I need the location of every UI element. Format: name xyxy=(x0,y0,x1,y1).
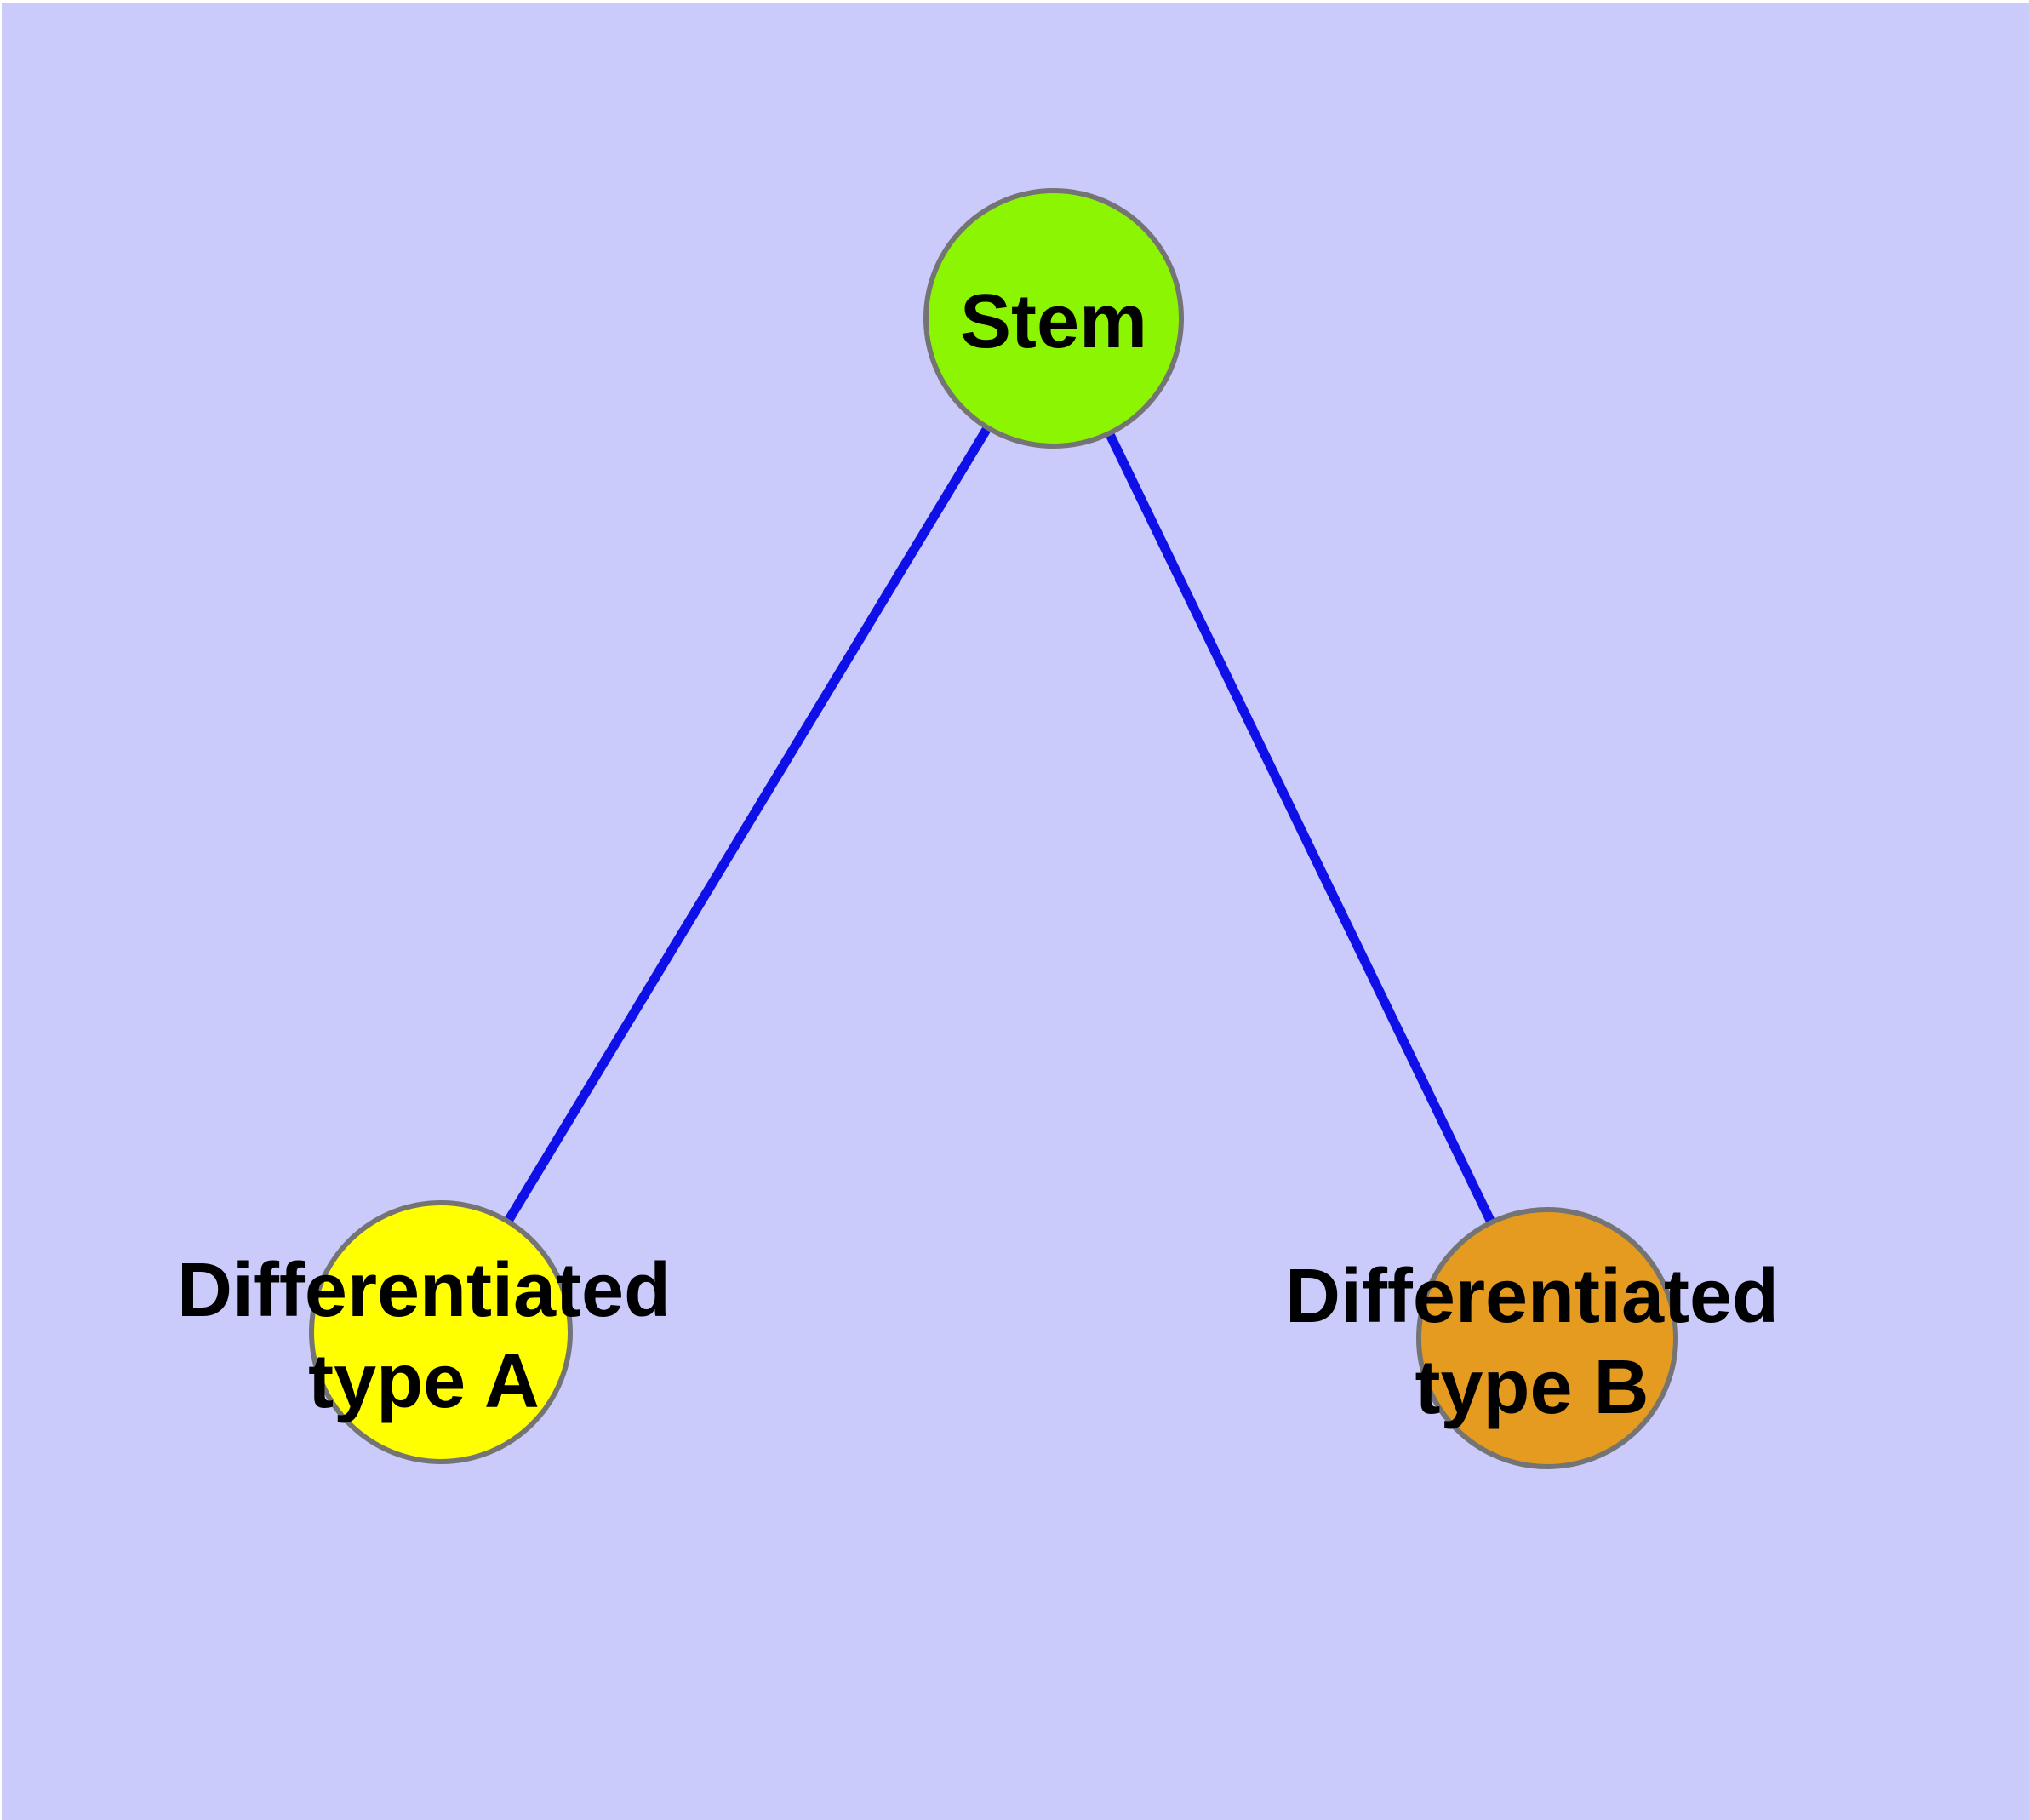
node-label-type-b-line2: type B xyxy=(1415,1345,1649,1430)
node-circle-type-b xyxy=(1416,1207,1678,1469)
node-label-type-b-line1: Differentiated xyxy=(1285,1254,1779,1339)
node-label-stem: Stem xyxy=(960,279,1147,364)
node-label-type-a-line2: type A xyxy=(308,1339,540,1424)
edge-stem-to-type-b xyxy=(1049,316,1552,1341)
edge-stem-to-type-a xyxy=(437,316,1058,1335)
node-circle-type-a xyxy=(309,1200,573,1464)
node-circle-stem xyxy=(923,188,1184,449)
node-label-type-a-line1: Differentiated xyxy=(177,1248,671,1333)
